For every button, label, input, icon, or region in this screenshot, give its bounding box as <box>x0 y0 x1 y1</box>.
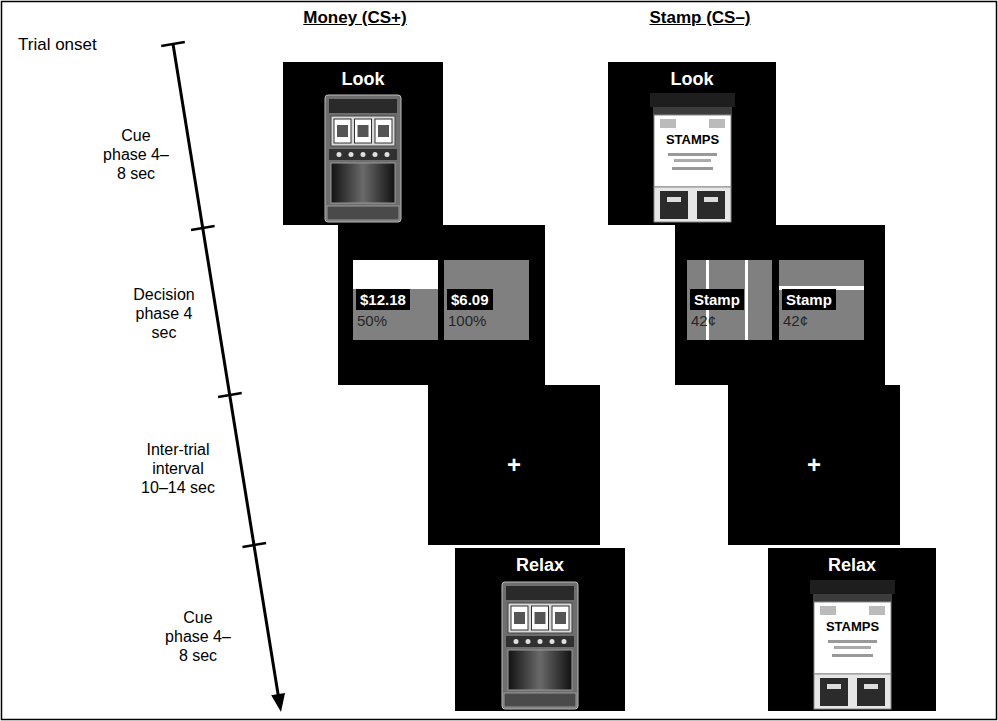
decision-screen: $12.18 50% $6.09 100% <box>338 225 545 385</box>
option-box: Stamp 42¢ <box>779 260 864 340</box>
fixation-screen: + <box>428 385 600 545</box>
column-heading: Stamp (CS–) <box>625 8 775 28</box>
machine-sign: STAMPS <box>810 620 895 634</box>
fixation-screen: + <box>728 385 900 545</box>
column-heading: Money (CS+) <box>280 8 430 28</box>
decision-screen: Stamp 42¢ Stamp 42¢ <box>675 225 885 385</box>
option-detail: 50% <box>357 312 438 330</box>
time-axis <box>173 44 279 700</box>
option-detail: 42¢ <box>783 312 864 330</box>
option-box: Stamp 42¢ <box>687 260 772 340</box>
option-box: $12.18 50% <box>353 260 438 340</box>
phase-label: Cue phase 4–8 sec <box>165 608 231 665</box>
phase-label: Trial onset <box>18 35 138 55</box>
phase-label: Inter-trial interval 10–14 sec <box>138 440 218 497</box>
option-value: Stamp <box>782 289 836 310</box>
time-tick <box>161 42 185 46</box>
option-value: Stamp <box>690 289 744 310</box>
screen-caption: Look <box>608 62 776 90</box>
stamp-machine <box>810 580 895 709</box>
machine-sign: STAMPS <box>650 133 735 147</box>
time-tick <box>218 393 242 397</box>
slot-machine <box>325 95 401 222</box>
option-value: $12.18 <box>356 289 410 310</box>
screen-caption: Relax <box>768 548 936 576</box>
option-detail: 42¢ <box>691 312 772 330</box>
phase-label: Decision phase 4 sec <box>128 285 200 342</box>
phase-label: Cue phase 4–8 sec <box>103 126 169 183</box>
fixation-cross: + <box>807 452 821 478</box>
time-tick <box>243 543 267 547</box>
option-detail: 100% <box>448 312 529 330</box>
option-value: $6.09 <box>447 289 493 310</box>
screen-caption: Look <box>283 62 443 90</box>
time-arrowhead <box>271 693 285 712</box>
fixation-cross: + <box>507 452 521 478</box>
option-box: $6.09 100% <box>444 260 529 340</box>
slot-machine <box>502 582 578 709</box>
screen-caption: Relax <box>455 548 625 576</box>
time-tick <box>191 226 215 230</box>
stamp-machine <box>650 93 735 222</box>
